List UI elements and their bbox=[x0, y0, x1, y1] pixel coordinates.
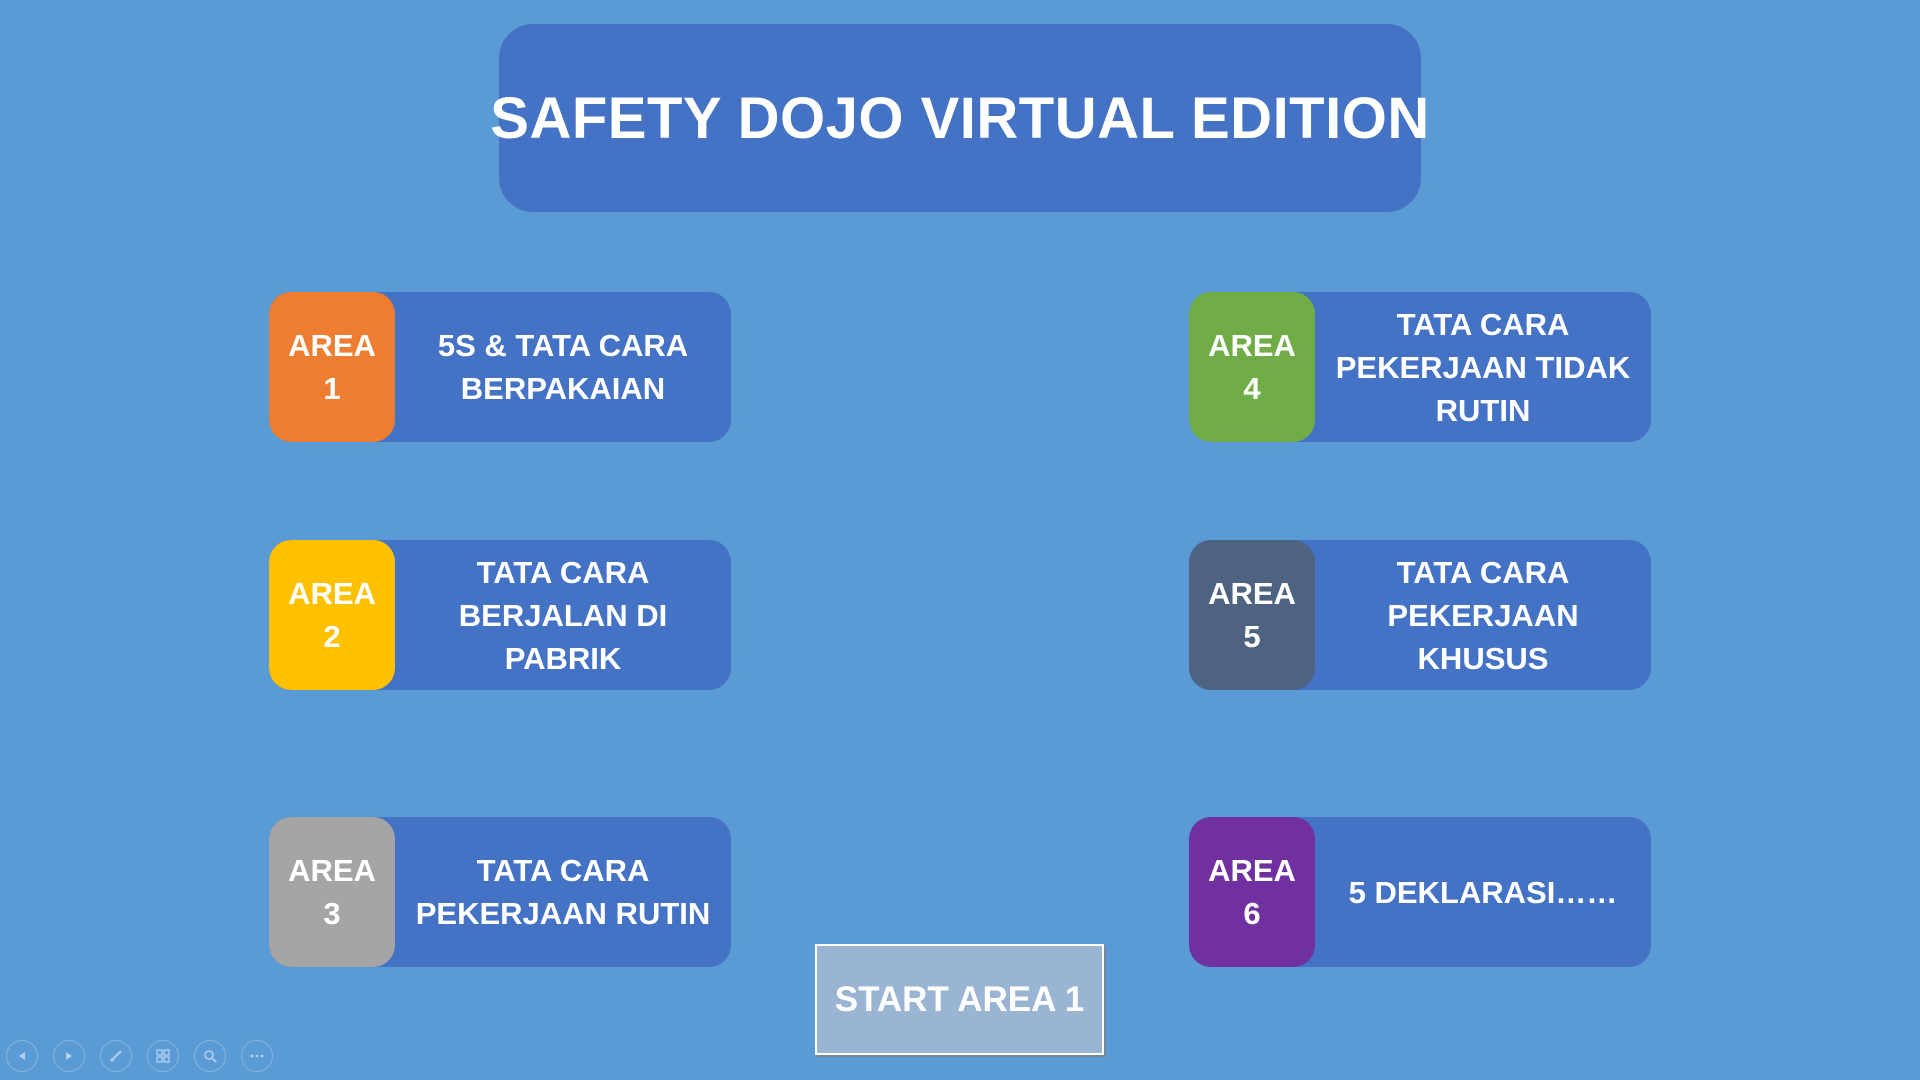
slideshow-toolbar bbox=[6, 1040, 273, 1072]
area-5-desc-line: TATA CARA bbox=[1396, 554, 1570, 590]
area-1-tag-number: 1 bbox=[323, 371, 341, 406]
area-3-tag-label: AREA bbox=[288, 853, 376, 888]
area-3-tag-number: 3 bbox=[323, 896, 341, 931]
area-1-desc-line: BERPAKAIAN bbox=[460, 371, 666, 406]
area-6-tag-number: 6 bbox=[1243, 896, 1261, 931]
area-4-desc-line: PEKERJAAN TIDAK bbox=[1335, 349, 1631, 385]
area-1-description: 5S & TATA CARA BERPAKAIAN bbox=[395, 292, 731, 442]
previous-icon[interactable] bbox=[6, 1040, 38, 1072]
area-5-description: TATA CARA PEKERJAAN KHUSUS bbox=[1315, 540, 1651, 690]
area-1-tag-label: AREA bbox=[288, 328, 376, 363]
area-2-desc-line: TATA CARA bbox=[476, 554, 650, 590]
area-2-desc-line: BERJALAN DI bbox=[458, 597, 668, 633]
area-3-description: TATA CARA PEKERJAAN RUTIN bbox=[395, 817, 731, 967]
area-3-button[interactable]: AREA 3 TATA CARA PEKERJAAN RUTIN bbox=[269, 817, 731, 967]
more-icon[interactable] bbox=[241, 1040, 273, 1072]
page-title: SAFETY DOJO VIRTUAL EDITION bbox=[490, 85, 1430, 151]
area-2-tag-number: 2 bbox=[323, 619, 341, 654]
area-3-desc-line: PEKERJAAN RUTIN bbox=[415, 896, 711, 931]
area-1-button[interactable]: AREA 1 5S & TATA CARA BERPAKAIAN bbox=[269, 292, 731, 442]
area-4-desc-line: TATA CARA bbox=[1396, 306, 1570, 342]
area-2-tag-label: AREA bbox=[288, 576, 376, 611]
area-4-desc-line: RUTIN bbox=[1435, 392, 1531, 428]
area-5-tag-label: AREA bbox=[1208, 576, 1296, 611]
area-5-tag-number: 5 bbox=[1243, 619, 1261, 654]
area-6-description: 5 DEKLARASI…… bbox=[1315, 817, 1651, 967]
area-4-tag-label: AREA bbox=[1208, 328, 1296, 363]
area-2-button[interactable]: AREA 2 TATA CARA BERJALAN DI PABRIK bbox=[269, 540, 731, 690]
area-2-tag: AREA 2 bbox=[269, 540, 395, 690]
area-1-desc-line: 5S & TATA CARA bbox=[437, 328, 689, 363]
area-4-tag: AREA 4 bbox=[1189, 292, 1315, 442]
zoom-icon[interactable] bbox=[194, 1040, 226, 1072]
area-5-tag: AREA 5 bbox=[1189, 540, 1315, 690]
area-2-description: TATA CARA BERJALAN DI PABRIK bbox=[395, 540, 731, 690]
area-2-desc-line: PABRIK bbox=[504, 640, 622, 676]
area-3-desc-line: TATA CARA bbox=[476, 853, 650, 888]
title-banner: SAFETY DOJO VIRTUAL EDITION bbox=[490, 24, 1429, 212]
area-4-button[interactable]: AREA 4 TATA CARA PEKERJAAN TIDAK RUTIN bbox=[1189, 292, 1651, 442]
area-6-desc-line: 5 DEKLARASI…… bbox=[1348, 874, 1618, 910]
area-4-description: TATA CARA PEKERJAAN TIDAK RUTIN bbox=[1315, 292, 1651, 442]
start-area-1-button[interactable]: START AREA 1 bbox=[815, 944, 1104, 1055]
area-6-tag: AREA 6 bbox=[1189, 817, 1315, 967]
pen-icon[interactable] bbox=[100, 1040, 132, 1072]
area-4-tag-number: 4 bbox=[1243, 371, 1261, 406]
area-6-tag-label: AREA bbox=[1208, 853, 1296, 888]
next-icon[interactable] bbox=[53, 1040, 85, 1072]
area-6-button[interactable]: AREA 6 5 DEKLARASI…… bbox=[1189, 817, 1651, 967]
area-3-tag: AREA 3 bbox=[269, 817, 395, 967]
area-5-desc-line: PEKERJAAN KHUSUS bbox=[1387, 597, 1579, 676]
area-1-tag: AREA 1 bbox=[269, 292, 395, 442]
area-5-button[interactable]: AREA 5 TATA CARA PEKERJAAN KHUSUS bbox=[1189, 540, 1651, 690]
slides-grid-icon[interactable] bbox=[147, 1040, 179, 1072]
